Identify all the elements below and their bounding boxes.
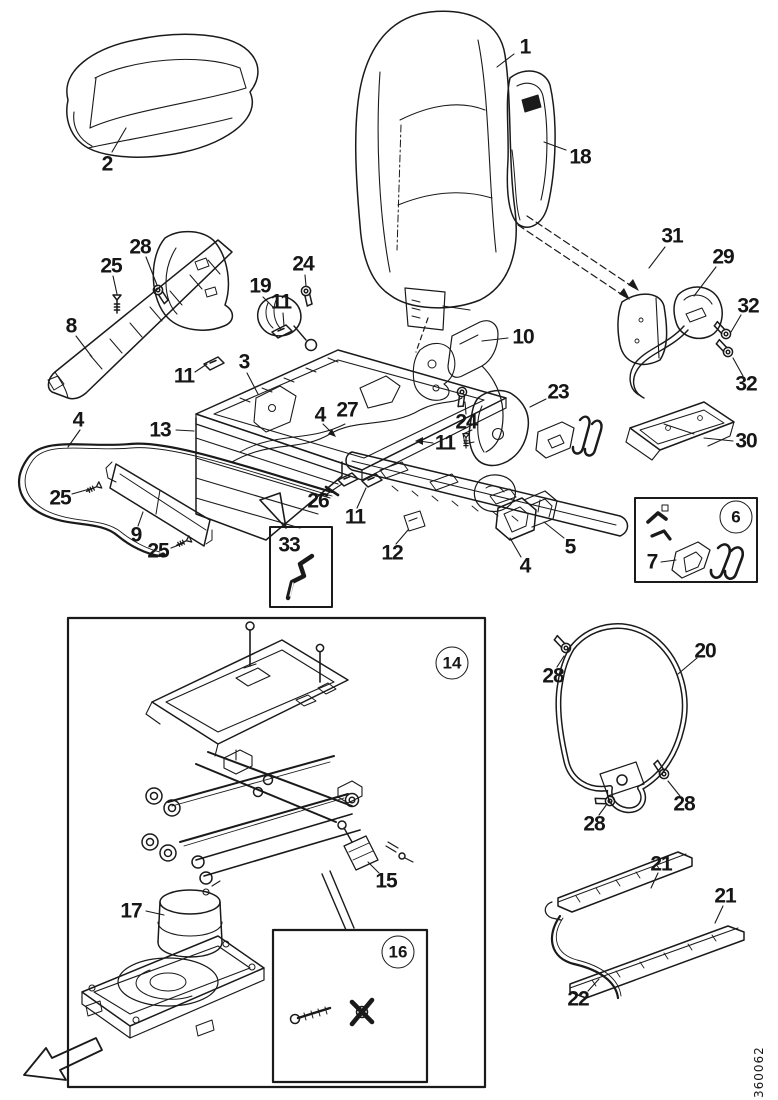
inset-box-6 (634, 497, 758, 583)
callout-4b: 4 (314, 403, 327, 427)
callout-25b: 25 (49, 486, 71, 510)
clip-12-art (403, 510, 426, 532)
callout-21b: 21 (714, 884, 736, 908)
callout-11a: 11 (270, 290, 292, 314)
callout-11c: 11 (434, 431, 456, 455)
callout-12: 12 (381, 541, 403, 565)
belt-cover-31-art (617, 293, 668, 366)
callout-5: 5 (564, 535, 577, 559)
backrest-art (354, 10, 517, 331)
screw-25a-icon (112, 294, 122, 314)
callout-19: 19 (249, 274, 271, 298)
inset-box-33 (259, 492, 333, 608)
detail-circle-16: 16 (381, 935, 415, 969)
detail-circle-14: 14 (435, 646, 469, 680)
bolt-28b-icon (550, 634, 575, 655)
clip-11d-icon (361, 473, 383, 488)
left-trim-rail-art (47, 230, 234, 400)
side-shield-23-art (462, 389, 530, 513)
floor-rails-art (544, 851, 745, 1000)
callout-33: 33 (278, 533, 300, 557)
callout-10: 10 (512, 325, 534, 349)
figure-number: 360062 (752, 1046, 766, 1098)
direction-arrow-icon (23, 1037, 103, 1081)
leader-lines (67, 53, 744, 992)
inset-box-14 (66, 616, 487, 1089)
seat-cushion-art (66, 33, 259, 158)
floor-brackets-4-5-art (495, 490, 558, 541)
pin-11c-icon (462, 433, 470, 449)
callout-7: 7 (646, 550, 659, 574)
bolt-32b-icon (712, 338, 737, 359)
callout-15: 15 (375, 869, 397, 893)
callout-25c: 25 (147, 539, 169, 563)
callout-28a: 28 (129, 235, 151, 259)
bracket-10-art (447, 320, 504, 453)
callout-3: 3 (238, 350, 251, 374)
callout-23: 23 (547, 380, 569, 404)
callout-11b: 11 (173, 364, 195, 388)
callout-30: 30 (735, 429, 757, 453)
callout-21a: 21 (650, 852, 672, 876)
callout-2: 2 (101, 152, 114, 176)
belt-guide-20-art (555, 623, 688, 814)
latch-bracket-and-springs-art (535, 415, 603, 459)
callout-28b: 28 (542, 664, 564, 688)
callout-32a: 32 (737, 294, 759, 318)
bolt-24a-icon (296, 283, 319, 308)
screw-25c-icon (174, 535, 193, 550)
callout-11d: 11 (344, 505, 366, 529)
callout-24b: 24 (455, 410, 477, 434)
inset-box-16 (271, 928, 429, 1084)
callout-20: 20 (694, 639, 716, 663)
callout-24a: 24 (292, 252, 314, 276)
callout-4c: 4 (519, 554, 532, 578)
callout-31: 31 (661, 224, 683, 248)
callout-8: 8 (65, 314, 78, 338)
release-cable-art (18, 442, 340, 558)
lower-side-rail-art (345, 451, 629, 537)
callout-1: 1 (519, 35, 532, 59)
callout-27: 27 (336, 398, 358, 422)
retractor-29-art (673, 286, 723, 340)
bolt-32a-icon (710, 320, 735, 341)
callout-22: 22 (567, 987, 589, 1011)
callout-17: 17 (120, 899, 142, 923)
detail-circle-6: 6 (719, 500, 753, 534)
callout-32b: 32 (735, 372, 757, 396)
recline-knob-art (256, 295, 318, 352)
side-trim-18-art (506, 70, 556, 228)
alignment-dashed-arrows (415, 215, 639, 353)
kick-plate-9-art (105, 461, 213, 547)
callout-18: 18 (569, 145, 591, 169)
callout-25a: 25 (100, 254, 122, 278)
callout-9: 9 (130, 523, 143, 547)
clip-11a-icon (271, 324, 293, 339)
belt-strap-and-frame-30-art (625, 325, 735, 461)
callout-28c: 28 (583, 812, 605, 836)
bolt-24b-icon (452, 385, 471, 409)
callout-28d: 28 (673, 792, 695, 816)
callout-13: 13 (149, 418, 171, 442)
callout-4a: 4 (72, 408, 85, 432)
callout-26: 26 (307, 489, 329, 513)
callout-29: 29 (712, 245, 734, 269)
